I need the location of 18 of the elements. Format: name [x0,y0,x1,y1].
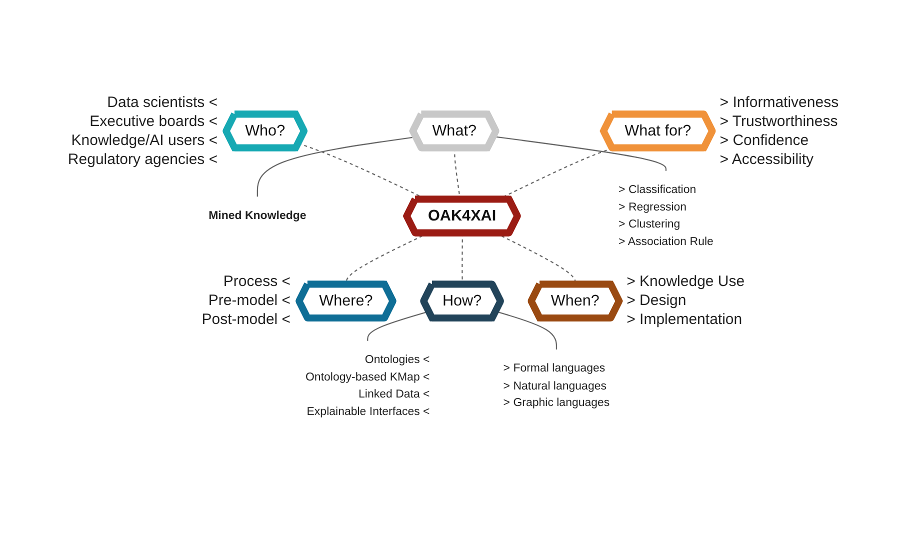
node-text: > Formal languages > Natural languages > Graphic languages [502,362,610,410]
list-item: > Knowledge Use [626,272,745,292]
list-item: > Confidence [720,130,810,150]
list-item: Pre-model < [207,291,291,310]
list-item: > Accessibility [720,150,815,169]
node-text: Ontologies < Ontology-based KMap < Linked Data < Explainable Interfaces < [305,352,430,418]
list-item: Executive boards < [88,112,218,131]
list-item: > Trustworthiness [720,112,839,131]
node-text: > Classification > Regression > Clustering > Association Rule [618,182,713,248]
list-item: Data scientists < [106,92,218,112]
list-item: Process < [222,272,291,292]
list-item: > Design [626,291,688,310]
node-text: Mined Knowledge [208,208,306,222]
list-item: Knowledge/AI users < [70,130,218,150]
list-item: > Informativeness [720,92,839,112]
list-item: Regulatory agencies < [68,150,218,169]
list-item: Post-model < [202,310,291,330]
list-item: > Implementation [626,310,744,330]
